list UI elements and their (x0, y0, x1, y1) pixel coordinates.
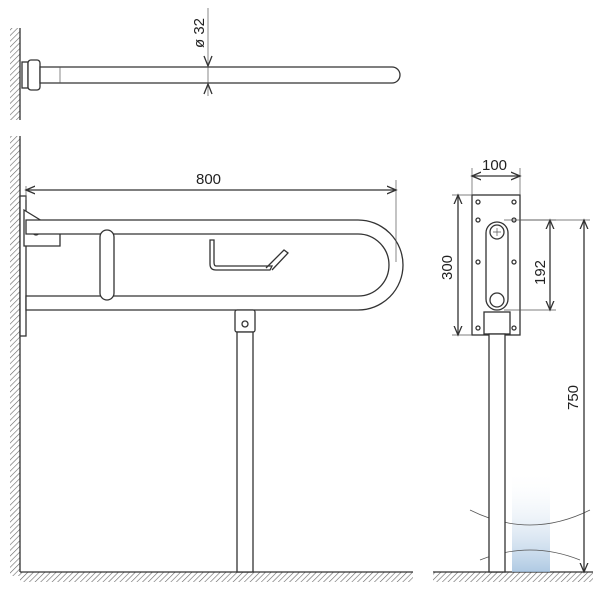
glass-reflection (512, 470, 550, 572)
plate-height-label: 300 (439, 255, 456, 280)
wall-hatch-front (10, 136, 20, 576)
wall-hatch-top (10, 28, 20, 120)
wall-plate-front (19, 195, 27, 337)
top-view: ø 32 (10, 8, 401, 120)
front-view: 800 (10, 136, 413, 582)
hinge-top (27, 59, 41, 91)
diameter-label: ø 32 (191, 18, 208, 48)
floor-hatch-side (433, 572, 593, 582)
bar-sleeve (99, 229, 115, 301)
paper-holder (209, 239, 274, 271)
u-bar-outer (25, 219, 404, 311)
wall-plate-top (21, 61, 29, 89)
length-label: 800 (196, 171, 221, 188)
total-height-label: 750 (565, 385, 582, 410)
side-view: 100 300 192 750 (433, 157, 593, 582)
hole-spacing-label: 192 (532, 260, 549, 285)
floor-hatch-front (20, 572, 413, 582)
side-leg (488, 333, 506, 573)
leg-front (236, 331, 254, 573)
bar-top (39, 66, 401, 84)
side-joint (483, 311, 511, 335)
plate-width-label: 100 (482, 157, 507, 174)
side-bar (485, 221, 509, 311)
